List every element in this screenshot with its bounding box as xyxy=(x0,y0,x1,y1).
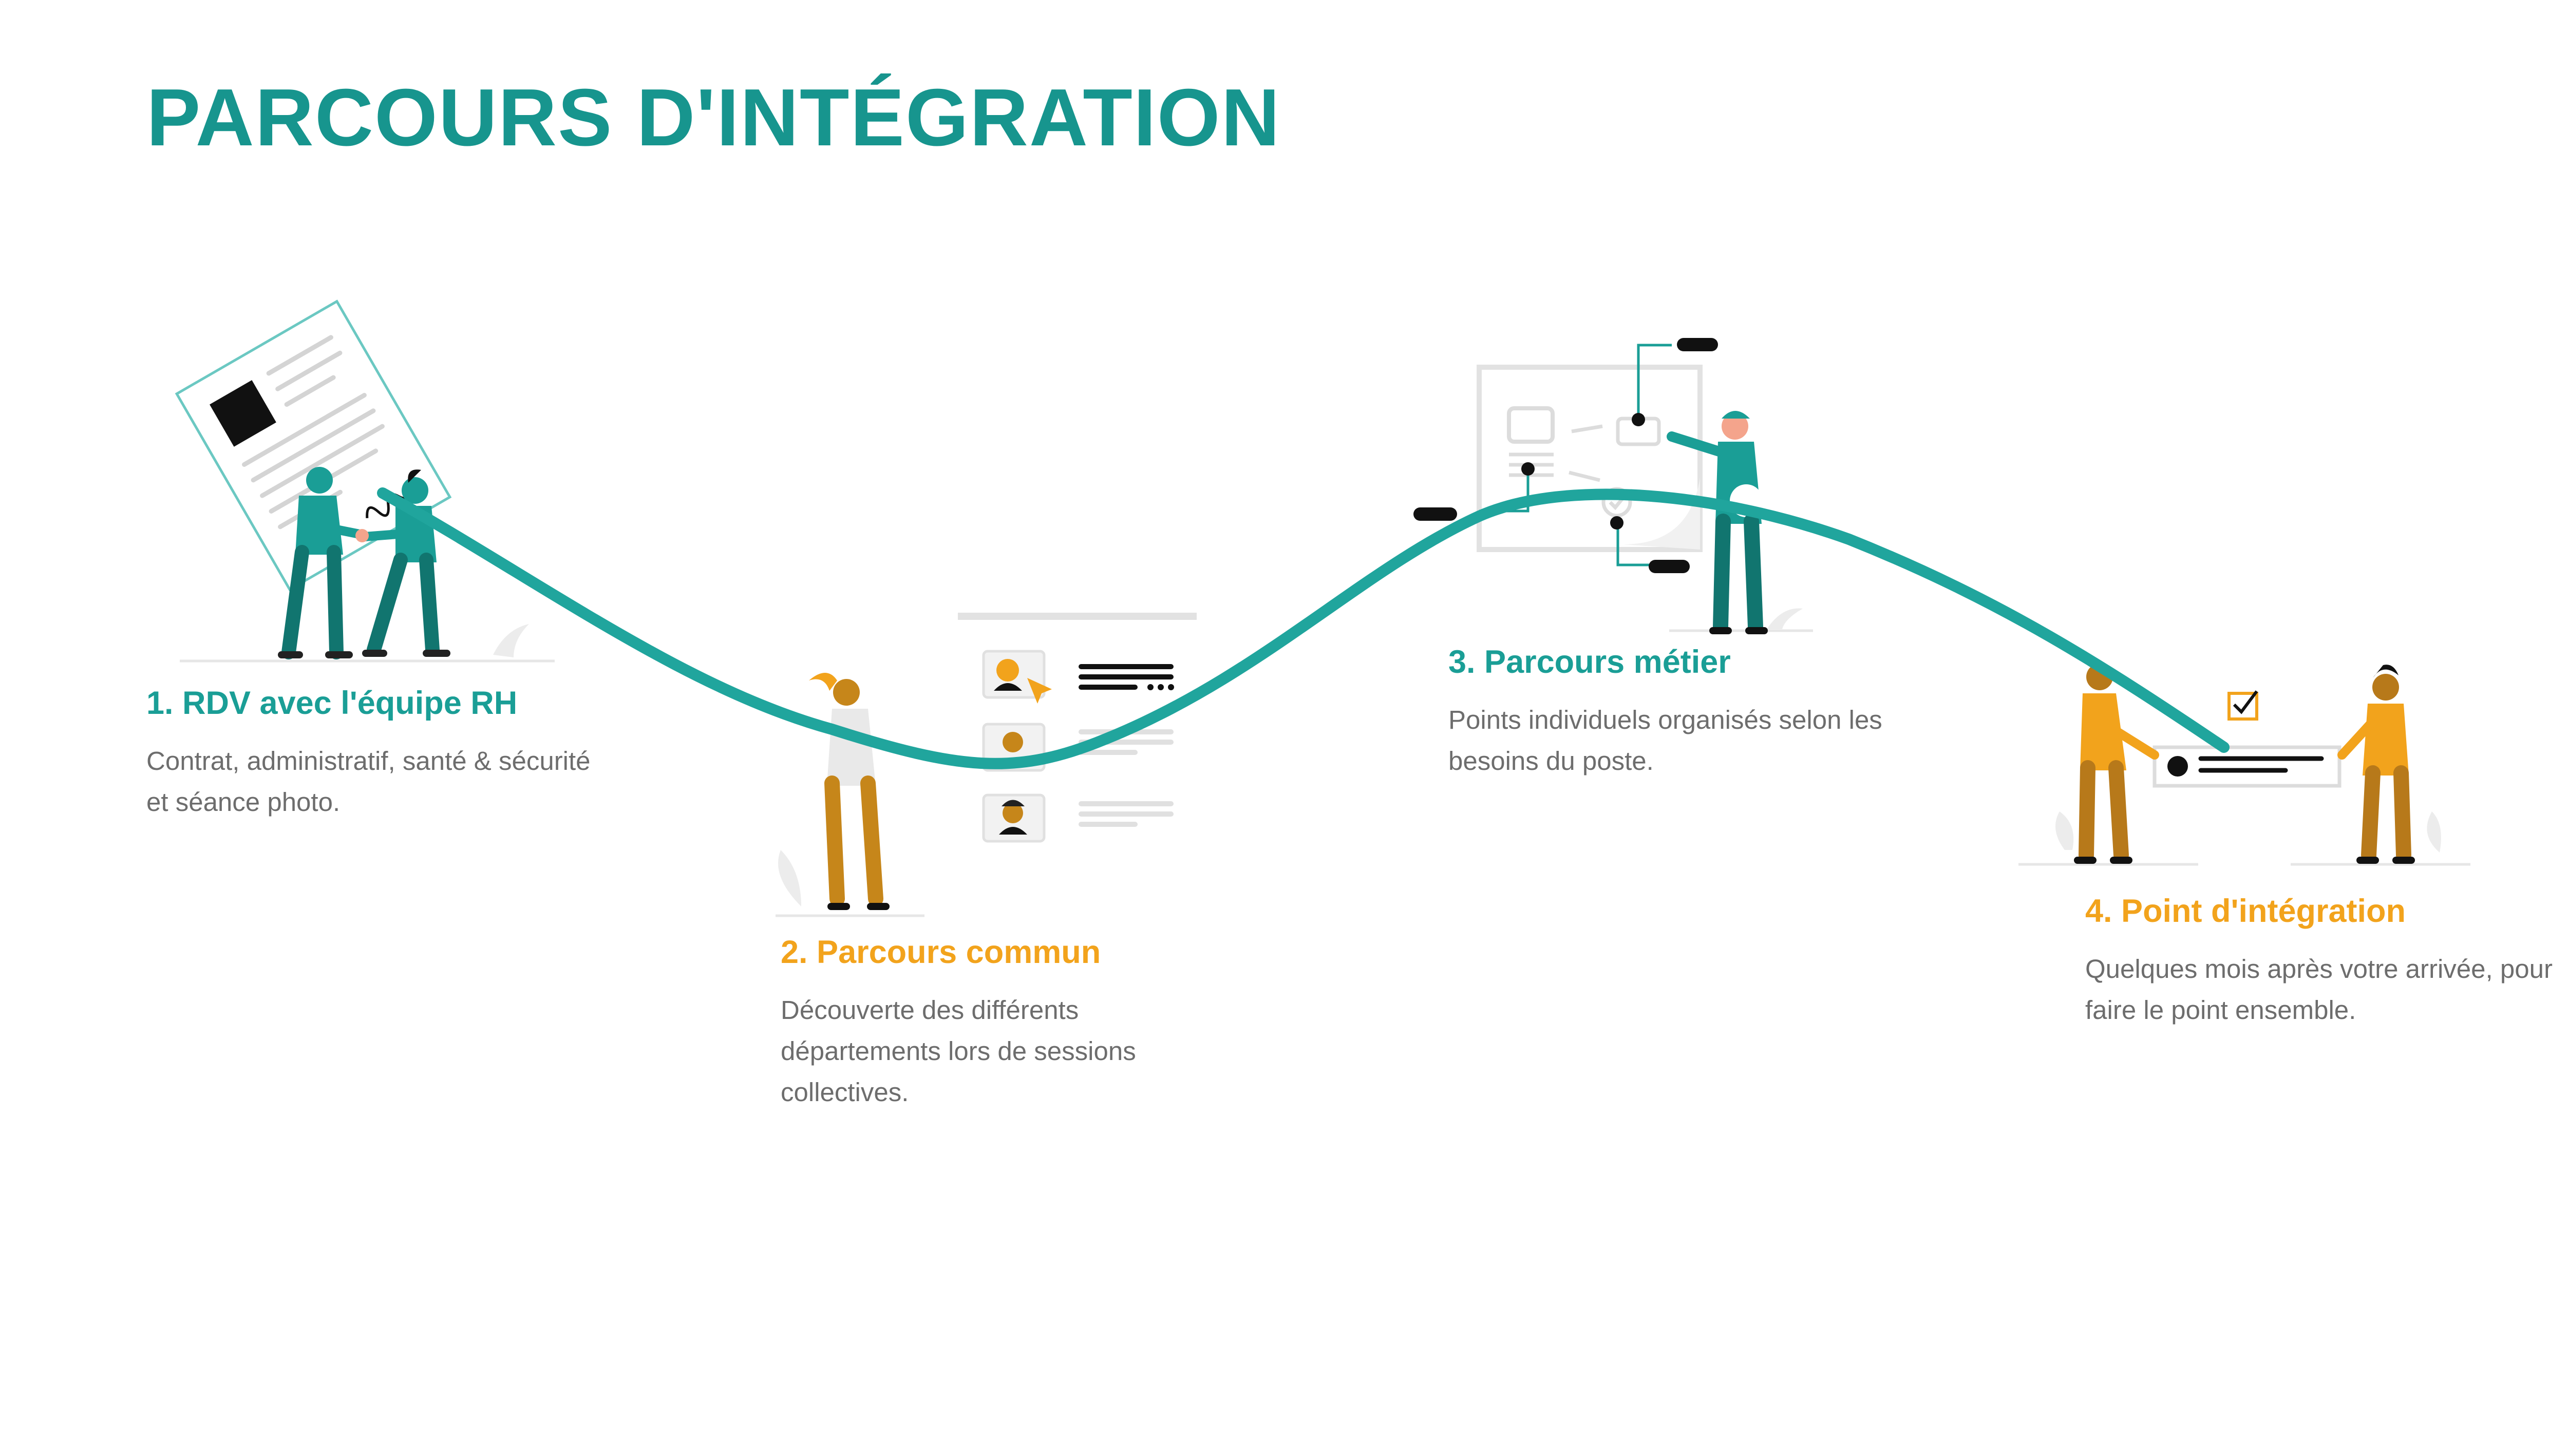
person-woman-orange xyxy=(2337,665,2415,864)
participant-1 xyxy=(994,659,1052,704)
step-3-description: Points individuels organisés selon les b… xyxy=(1448,705,1882,776)
workflow-board-illustration xyxy=(1413,338,1813,634)
step-2-description: Découverte des différents départements l… xyxy=(781,995,1136,1107)
journey-path xyxy=(377,487,2230,769)
participant-3 xyxy=(999,800,1027,835)
person-man-orange xyxy=(2074,664,2159,864)
step-2-title: 2. Parcours commun xyxy=(781,934,1101,970)
step-1-description: Contrat, administratif, santé & sécurité… xyxy=(146,746,591,817)
handshake-contract-illustration xyxy=(175,299,555,663)
person-woman-orange xyxy=(809,673,890,910)
step-2: 2. Parcours commun Découverte des différ… xyxy=(781,934,1243,1113)
step-3: 3. Parcours métier Points individuels or… xyxy=(1448,644,1962,782)
step-4-title: 4. Point d'intégration xyxy=(2085,893,2406,929)
step-4: 4. Point d'intégration Quelques mois apr… xyxy=(2085,893,2563,1031)
contract-document xyxy=(175,299,452,592)
step-1-title: 1. RDV avec l'équipe RH xyxy=(146,685,518,721)
step-3-title: 3. Parcours métier xyxy=(1448,644,1731,680)
two-people-checklist-illustration xyxy=(2018,664,2470,866)
page-title: PARCOURS D'INTÉGRATION xyxy=(146,72,1281,163)
step-1: 1. RDV avec l'équipe RH Contrat, adminis… xyxy=(146,685,609,823)
step-4-description: Quelques mois après votre arrivée, pour … xyxy=(2085,954,2553,1025)
person-man-teal xyxy=(278,467,364,659)
